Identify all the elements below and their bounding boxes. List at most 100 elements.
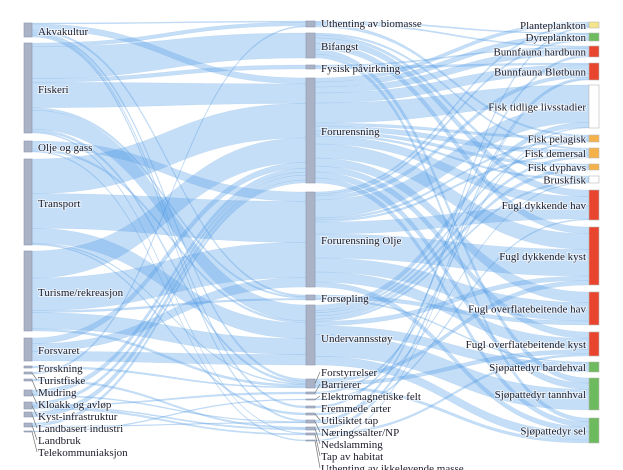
node-label: Planteplankton	[520, 20, 586, 32]
node[interactable]	[588, 134, 600, 143]
node-label: Mudring	[38, 387, 77, 399]
node-label: Sjøpattedyr tannhval	[495, 389, 586, 401]
node[interactable]	[305, 419, 316, 424]
node-label: Fisk demersal	[525, 148, 586, 160]
node[interactable]	[23, 22, 33, 38]
node[interactable]	[588, 417, 600, 444]
node[interactable]	[23, 337, 33, 362]
node-label: Fugl overflatebeitende kyst	[466, 339, 586, 351]
node[interactable]	[23, 140, 33, 153]
label-leader-line	[314, 428, 321, 445]
node-label: Uthenting av ikkelevende masse	[321, 463, 464, 470]
node-label: Undervannsstøy	[321, 333, 393, 345]
node[interactable]	[23, 401, 33, 410]
node[interactable]	[588, 331, 600, 357]
node-label: Uthenting av biomasse	[321, 18, 422, 30]
node[interactable]	[23, 389, 33, 397]
node-label: Dyreplankton	[526, 32, 587, 44]
node-label: Bunnfauna Bløtbunn	[494, 67, 586, 79]
node-label: Transport	[38, 198, 80, 210]
node-label: Landbasert industri	[38, 423, 123, 435]
label-leader-line	[314, 440, 321, 469]
node[interactable]	[588, 361, 600, 373]
node[interactable]	[23, 411, 33, 418]
label-leader-line	[314, 383, 321, 394]
node[interactable]	[23, 378, 33, 382]
node-label: Akvakultur	[38, 26, 88, 38]
node-label: Forsvaret	[38, 345, 80, 357]
node[interactable]	[588, 62, 600, 81]
node-label: Forstyrrelser	[321, 367, 378, 379]
node-label: Bifangst	[321, 41, 358, 53]
node[interactable]	[588, 377, 600, 411]
link	[31, 82, 307, 108]
node-label: Fisk pelagisk	[528, 134, 587, 146]
label-leader-line	[314, 433, 321, 457]
node[interactable]	[23, 422, 33, 428]
label-leader-line	[31, 414, 38, 429]
node-label: Forskning	[38, 363, 83, 375]
node[interactable]	[305, 391, 316, 395]
node[interactable]	[23, 371, 33, 375]
node-label: Fiskeri	[38, 84, 69, 96]
node-label: Turisme/rekreasjon	[38, 287, 124, 299]
node[interactable]	[305, 398, 316, 401]
node[interactable]	[588, 84, 600, 129]
node[interactable]	[588, 45, 600, 58]
node[interactable]	[588, 291, 600, 326]
node[interactable]	[588, 21, 600, 29]
node-label: Sjøpattedyr sel	[520, 426, 586, 438]
node[interactable]	[305, 432, 316, 436]
label-leader-line	[314, 421, 321, 433]
node-label: Barrierer	[321, 379, 361, 391]
node[interactable]	[588, 226, 600, 286]
node[interactable]	[305, 378, 316, 389]
node[interactable]	[305, 64, 316, 70]
node-label: Fugl overflatebeitende hav	[468, 304, 586, 316]
node-label: Forurensning Olje	[321, 235, 401, 247]
node[interactable]	[305, 32, 316, 59]
node-label: Telekommuniaksjon	[38, 447, 128, 459]
label-leader-line	[314, 413, 321, 421]
node-label: Olje og gass	[38, 142, 92, 154]
node[interactable]	[23, 42, 33, 134]
node[interactable]	[305, 439, 316, 442]
node-label: Forurensning	[321, 126, 380, 138]
node-label: Forsøpling	[321, 293, 369, 305]
node[interactable]	[305, 426, 316, 431]
label-leader-line	[31, 379, 38, 393]
node-label: Næringssalter/NP	[321, 427, 399, 439]
node[interactable]	[305, 412, 316, 416]
label-leader-line	[31, 431, 38, 453]
node[interactable]	[588, 189, 600, 221]
label-leader-line	[31, 405, 38, 417]
node[interactable]	[305, 294, 316, 301]
node[interactable]	[588, 32, 600, 42]
node[interactable]	[23, 365, 33, 369]
node[interactable]	[305, 20, 316, 28]
node[interactable]	[305, 191, 316, 288]
node[interactable]	[305, 304, 316, 366]
node[interactable]	[23, 158, 33, 246]
node-label: Utilsiktet tap	[321, 415, 379, 427]
node[interactable]	[588, 147, 600, 159]
node-label: Fremmede arter	[321, 403, 391, 415]
node-label: Fugl dykkende kyst	[499, 251, 586, 263]
label-leader-line	[31, 392, 38, 405]
node[interactable]	[23, 430, 33, 433]
label-leader-line	[31, 372, 38, 381]
leaders-layer	[31, 371, 321, 469]
nodes-layer	[23, 20, 600, 444]
node[interactable]	[23, 250, 33, 332]
node-label: Tap av habitat	[321, 451, 383, 463]
node-label: Kloakk og avløp	[38, 399, 112, 411]
node[interactable]	[588, 163, 600, 171]
node[interactable]	[305, 405, 316, 409]
node-label: Fisk dyphavs	[528, 162, 586, 174]
node[interactable]	[588, 175, 600, 184]
node-label: Fisk tidlige livsstadier	[488, 102, 586, 114]
node-label: Fysisk påvirkning	[321, 63, 401, 75]
node[interactable]	[305, 77, 316, 184]
label-leader-line	[314, 371, 321, 384]
